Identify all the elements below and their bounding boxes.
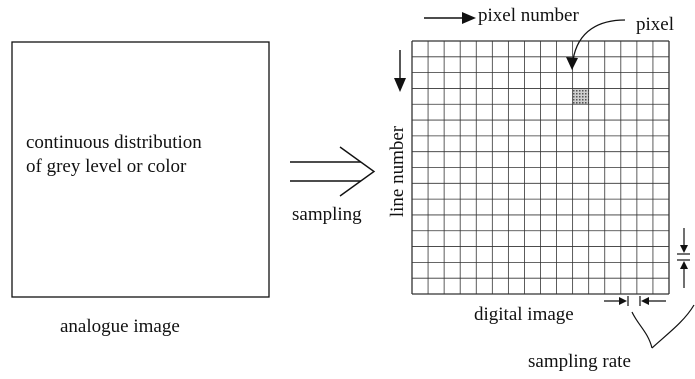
analogue-text-line1: continuous distribution — [26, 132, 202, 153]
sampling-rate-label: sampling rate — [528, 351, 631, 372]
horizontal-sampling-marker — [604, 296, 666, 306]
pixel-label: pixel — [636, 14, 674, 35]
analogue-text-line2: of grey level or color — [26, 156, 187, 177]
sampling-arrow — [290, 146, 376, 197]
analogue-image-box — [11, 41, 270, 298]
line-number-label: line number — [387, 125, 409, 218]
sampling-rate-brace — [631, 304, 695, 349]
digital-image-caption: digital image — [474, 304, 574, 325]
highlighted-pixel — [572, 88, 589, 105]
digital-image-grid — [411, 40, 670, 295]
sampling-label: sampling — [292, 204, 362, 225]
pixel-number-arrow — [424, 12, 476, 24]
analogue-image-caption: analogue image — [60, 316, 180, 337]
line-number-arrow — [394, 50, 406, 92]
pixel-number-label: pixel number — [478, 5, 579, 26]
pixel-pointer-arrow — [566, 19, 626, 70]
vertical-sampling-marker — [677, 228, 690, 288]
